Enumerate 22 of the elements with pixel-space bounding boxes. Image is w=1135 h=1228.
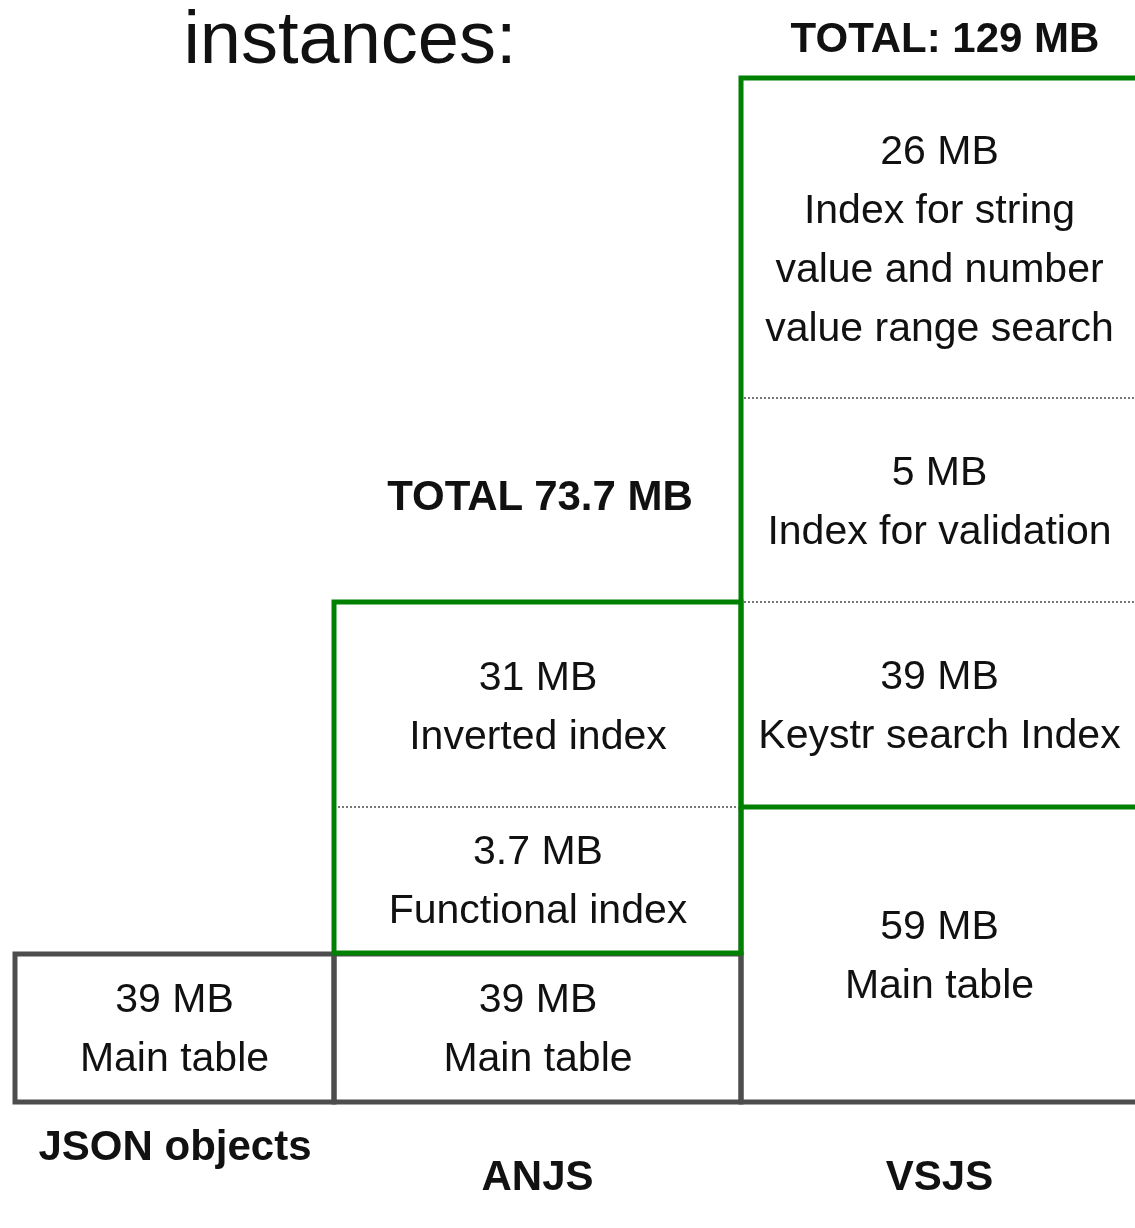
size-label: 39 MB	[115, 974, 234, 1023]
size-label: 59 MB	[880, 901, 999, 950]
block-description: Main table	[844, 960, 1035, 1009]
size-label: 31 MB	[478, 651, 598, 701]
block-description: Index for validation	[767, 506, 1112, 555]
title-text: instances:	[182, 0, 518, 81]
size-label: 3.7 MB	[473, 826, 603, 875]
block-description: Inverted index	[409, 710, 667, 760]
total-label: TOTAL: 129 MB	[789, 13, 1101, 63]
block-description: Index for string value and number value range search	[764, 185, 1115, 352]
total-label: TOTAL 73.7 MB	[386, 471, 694, 521]
size-label: 26 MB	[880, 126, 999, 175]
block-description: Keystr search Index	[758, 709, 1121, 759]
size-label: 39 MB	[880, 650, 999, 700]
size-label: 5 MB	[891, 447, 988, 496]
block-description: Functional index	[388, 885, 688, 934]
block-description: Main table	[79, 1033, 270, 1082]
column-label: ANJS	[480, 1151, 595, 1201]
column-label: JSON objects	[37, 1121, 313, 1171]
column-label: VSJS	[884, 1151, 995, 1201]
block-description: Main table	[443, 1033, 633, 1082]
size-label: 39 MB	[478, 974, 598, 1023]
